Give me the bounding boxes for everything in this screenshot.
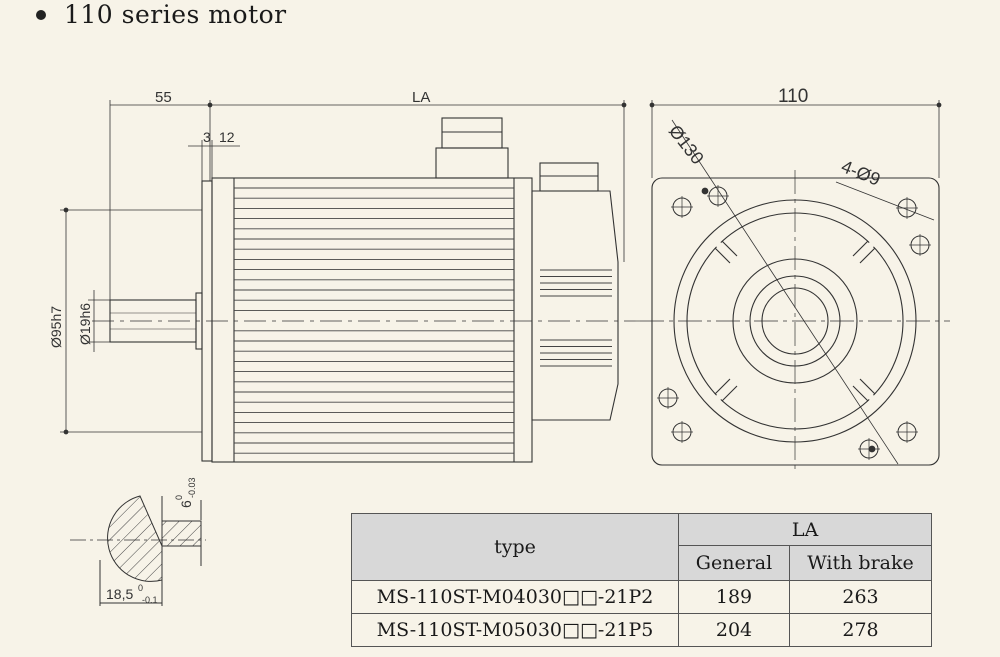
type-cell: MS-110ST-M05030□□-21P5 (351, 613, 679, 647)
pilot-diameter-label: Ø95h7 (48, 306, 64, 348)
power-connector (435, 147, 509, 179)
square-flange (651, 177, 940, 466)
spec-table: type LA General With brake MS-110ST-M040… (351, 513, 932, 647)
mount-holes (657, 185, 931, 460)
type-cell: MS-110ST-M04030□□-21P2 (351, 580, 679, 614)
encoder-connector (539, 162, 599, 192)
frame-size-label: 110 (778, 86, 808, 107)
bullet-icon (36, 9, 46, 20)
key-width-main: 6 (178, 500, 194, 508)
body-length-label: LA (412, 89, 430, 106)
general-cell: 204 (678, 613, 790, 647)
motor-body (211, 177, 533, 463)
end-view (640, 170, 950, 472)
brake-cell: 278 (789, 613, 932, 647)
key-depth-tol-upper: 0 (138, 583, 143, 593)
type-header: type (351, 513, 679, 581)
key-section (70, 495, 206, 606)
key-depth-tol-lower: -0.1 (142, 595, 158, 605)
table-row: MS-110ST-M05030□□-21P5 204 278 (351, 613, 932, 647)
side-dimensions (60, 100, 627, 435)
flange-b-label: 12 (219, 129, 235, 145)
encoder-housing (531, 190, 619, 421)
end-dimensions (649, 100, 942, 465)
flange-a-label: 3 (203, 129, 211, 145)
encoder-fins (540, 269, 612, 367)
mount-holes-label: 4-Ø9 (839, 156, 884, 190)
bolt-circle-label: Ø130 (665, 121, 708, 168)
body-fins (234, 187, 514, 454)
table-row: MS-110ST-M04030□□-21P2 189 263 (351, 580, 932, 614)
heading: 110 series motor (36, 0, 287, 29)
la-header: LA (678, 513, 932, 546)
heading-text: 110 series motor (64, 0, 287, 29)
brake-header: With brake (789, 545, 932, 581)
side-view (92, 117, 640, 463)
key-width-tol-upper: 0 (174, 495, 184, 500)
general-header: General (678, 545, 790, 581)
shaft-diameter-label: Ø19h6 (77, 303, 93, 345)
shaft-length-label: 55 (155, 89, 172, 106)
brake-cell: 263 (789, 580, 932, 614)
general-cell: 189 (678, 580, 790, 614)
key-depth-main: 18,5 (106, 586, 133, 602)
key-width-tol-lower: -0.03 (187, 477, 197, 498)
